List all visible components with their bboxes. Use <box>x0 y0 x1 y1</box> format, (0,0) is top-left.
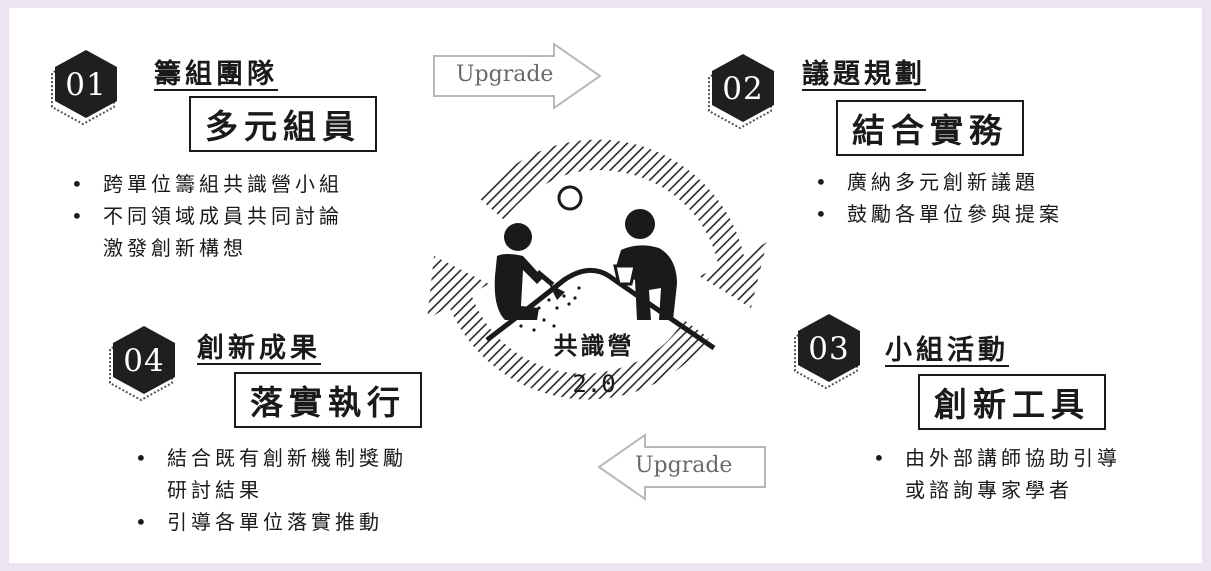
center-version: 2.0 <box>572 370 616 398</box>
bullet-item: 引導各單位落實推動 <box>135 506 407 538</box>
bullet-item: 跨單位籌組共識營小組 <box>71 168 343 200</box>
hexagon-icon <box>51 50 117 126</box>
right-arrow-icon <box>433 42 602 110</box>
bullet-item: 鼓勵各單位參與提案 <box>815 198 1063 230</box>
step-02-bullets: 廣納多元創新議題 鼓勵各單位參與提案 <box>815 166 1063 230</box>
upgrade-label-top: Upgrade <box>456 62 554 87</box>
step-number: 02 <box>722 71 764 107</box>
ball-icon <box>557 185 583 211</box>
hexagon-icon <box>794 314 860 390</box>
step-number: 03 <box>808 331 850 367</box>
hexagon-icon <box>109 326 175 402</box>
step-01-keyword: 多元組員 <box>189 96 377 152</box>
upgrade-arrow-top: Upgrade <box>432 42 602 110</box>
step-04-heading: 創新成果 <box>197 333 321 364</box>
diagram-canvas: 共識營 2.0 Upgrade Upgrade 01 籌組團隊 多元組員 跨單位… <box>9 8 1202 563</box>
step-03-badge: 03 <box>792 312 866 390</box>
step-03-keyword: 創新工具 <box>918 374 1106 430</box>
step-number: 01 <box>65 67 107 103</box>
cycle-graphic <box>427 139 767 400</box>
step-02-keyword: 結合實務 <box>836 100 1024 156</box>
step-04-badge: 04 <box>107 324 181 402</box>
upgrade-label-bottom: Upgrade <box>635 453 733 478</box>
child-digging-icon <box>494 223 565 320</box>
upgrade-arrow-bottom: Upgrade <box>595 433 767 501</box>
step-04-keyword: 落實執行 <box>234 372 422 428</box>
hexagon-icon <box>708 54 774 130</box>
step-02-badge: 02 <box>706 52 780 130</box>
left-arrow-icon <box>597 433 766 501</box>
step-01-badge: 01 <box>49 48 123 126</box>
step-03-heading: 小組活動 <box>885 335 1009 366</box>
cycle-arrow-lower <box>427 256 709 400</box>
center-title: 共識營 <box>553 331 635 360</box>
step-02-heading: 議題規劃 <box>802 59 926 90</box>
step-01-heading: 籌組團隊 <box>154 59 278 90</box>
child-bucket-icon <box>613 209 677 320</box>
cycle-arrow-upper <box>479 139 767 308</box>
bullet-item: 廣納多元創新議題 <box>815 166 1063 198</box>
step-number: 04 <box>123 343 165 379</box>
